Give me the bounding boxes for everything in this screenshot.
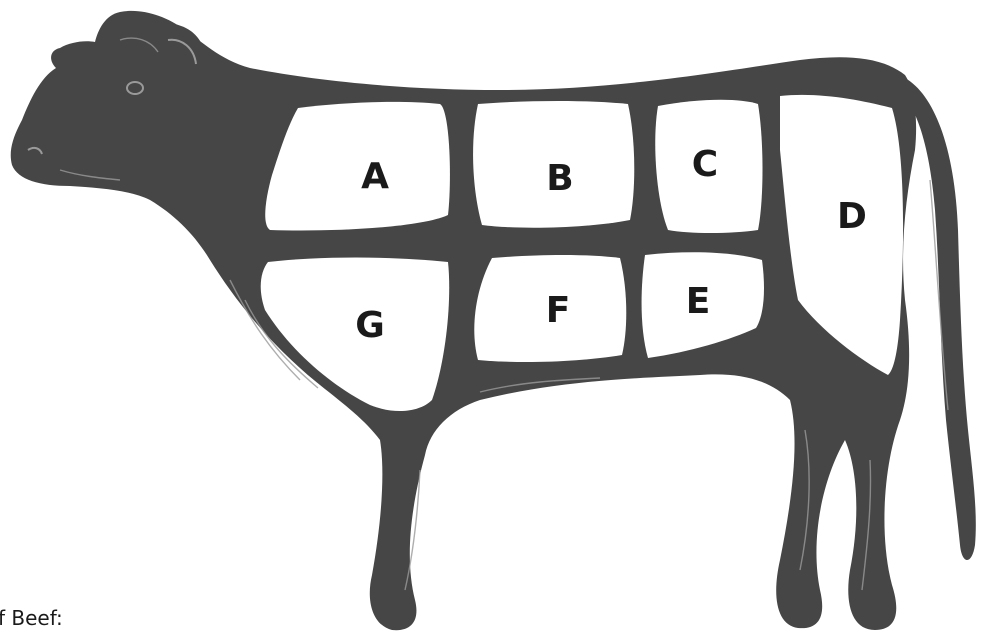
cut-label-g: G bbox=[355, 305, 385, 346]
cut-label-c: C bbox=[692, 144, 718, 185]
cut-label-e: E bbox=[686, 281, 711, 322]
cut-label-d: D bbox=[837, 196, 867, 237]
cut-label-b: B bbox=[546, 158, 573, 199]
cut-region-a bbox=[265, 102, 450, 231]
cut-label-a: A bbox=[361, 156, 389, 197]
caption-text: f Beef: bbox=[0, 606, 63, 630]
cut-label-f: F bbox=[546, 290, 571, 331]
